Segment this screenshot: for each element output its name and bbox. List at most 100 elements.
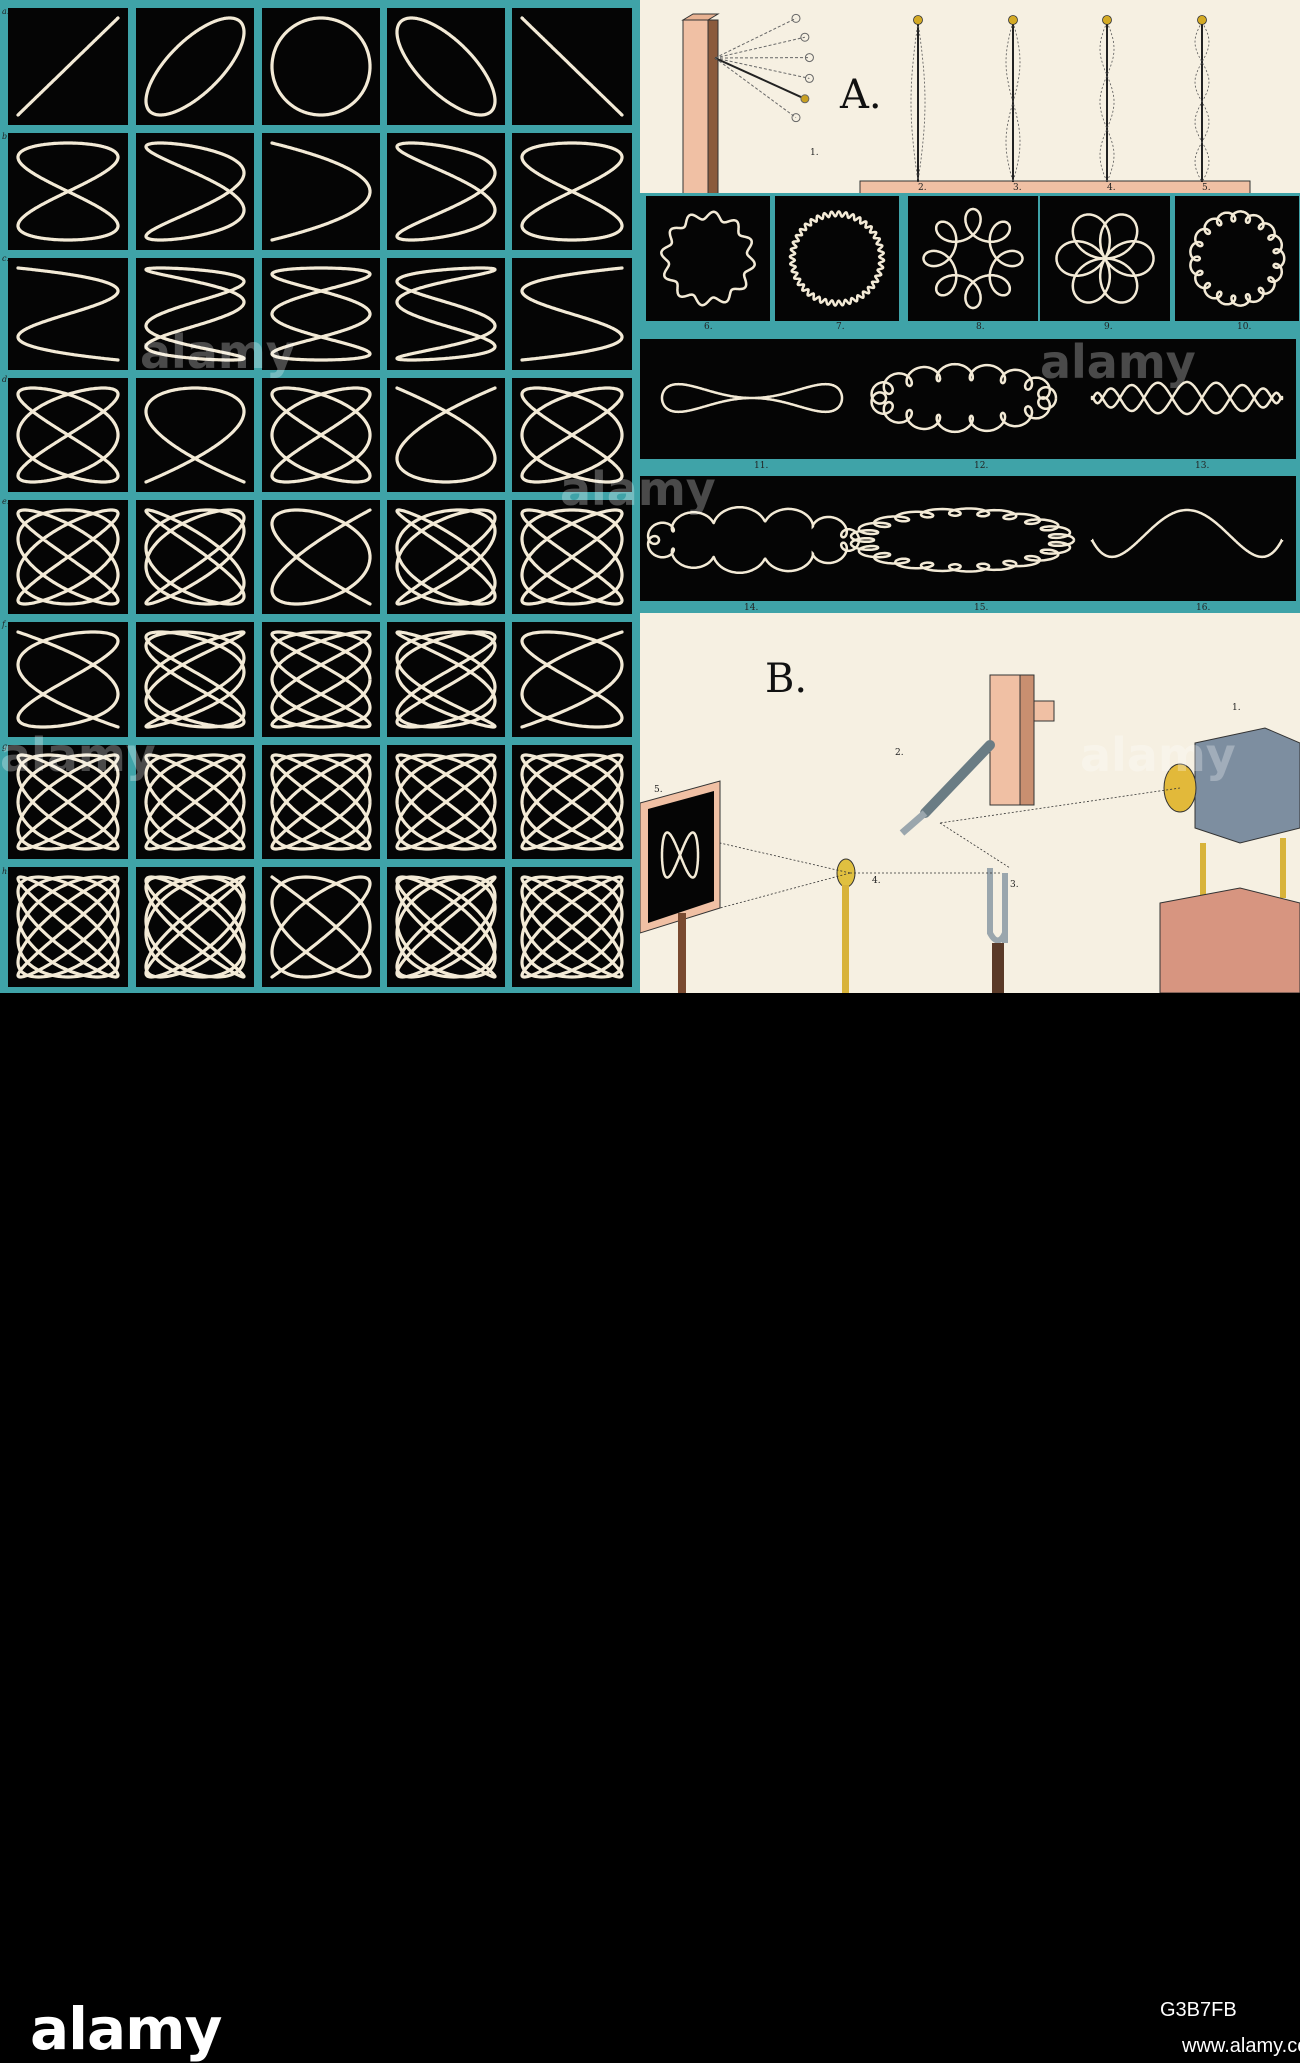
lissajous-cell <box>136 745 254 859</box>
lissajous-curve <box>522 143 622 240</box>
lissajous-cell <box>262 258 380 370</box>
plate: a.b.c.d.e.f.g.h. A. B. 1.2.3.4.5.6.7.8.9… <box>0 0 1300 993</box>
lissajous-cell <box>387 133 505 250</box>
figure-14-curve <box>648 507 859 573</box>
tuning-fork-3 <box>990 868 1005 943</box>
lissajous-cell <box>8 8 128 125</box>
lissajous-curve <box>522 268 622 360</box>
lamp-box <box>1195 728 1300 843</box>
lissajous-cell <box>262 745 380 859</box>
lissajous-curve <box>522 510 622 604</box>
lissajous-cell <box>387 745 505 859</box>
lissajous-cell <box>136 258 254 370</box>
website-url: www.alamy.com <box>1182 2035 1300 2058</box>
lissajous-cell <box>262 8 380 125</box>
lissajous-cell <box>512 622 632 737</box>
figure-number: 3. <box>1013 183 1022 193</box>
figure-number: 10. <box>1237 322 1251 332</box>
lissajous-cell <box>387 500 505 614</box>
optical-apparatus-figure <box>640 613 1300 993</box>
lissajous-cell <box>8 622 128 737</box>
lissajous-cell <box>136 8 254 125</box>
lissajous-cell <box>136 500 254 614</box>
lissajous-curve <box>397 755 495 849</box>
lissajous-curve <box>272 388 370 482</box>
lissajous-cell <box>512 745 632 859</box>
lissajous-curve <box>397 143 495 240</box>
figure-number: 1. <box>810 148 819 158</box>
lissajous-curve <box>272 755 370 849</box>
lissajous-curve <box>522 388 622 482</box>
lissajous-cell <box>262 378 380 492</box>
figure-number: 5. <box>654 785 663 795</box>
lissajous-cell <box>8 867 128 987</box>
alamy-logo: alamy <box>30 1995 221 2063</box>
lissajous-curve <box>272 877 370 977</box>
lissajous-cell <box>136 622 254 737</box>
figure-number: 15. <box>974 603 988 613</box>
figure-number: 1. <box>1232 703 1241 713</box>
lissajous-cell <box>262 867 380 987</box>
footer: alamy G3B7FB www.alamy.com <box>0 993 1300 1082</box>
figure-number: 2. <box>918 183 927 193</box>
lissajous-cell <box>8 500 128 614</box>
lissajous-cell <box>387 867 505 987</box>
lissajous-curve <box>397 510 495 604</box>
lissajous-curve <box>272 510 370 604</box>
figure-curves <box>640 0 1300 620</box>
lissajous-cell <box>387 622 505 737</box>
lissajous-cell <box>262 500 380 614</box>
lissajous-cell <box>136 133 254 250</box>
figure-number: 6. <box>704 322 713 332</box>
lissajous-cell <box>512 867 632 987</box>
lamp-stand <box>1160 888 1300 993</box>
lissajous-cell <box>512 258 632 370</box>
lissajous-curve <box>397 268 495 360</box>
lissajous-cell <box>512 378 632 492</box>
lissajous-curve <box>272 268 370 360</box>
lissajous-curve <box>146 877 244 977</box>
lissajous-curve <box>522 632 622 727</box>
fork-mount-block <box>990 675 1020 805</box>
lissajous-curve <box>18 388 118 482</box>
lissajous-curve <box>397 388 495 482</box>
lissajous-curve <box>397 18 495 115</box>
lissajous-curve <box>146 388 244 482</box>
lissajous-curve <box>146 755 244 849</box>
lissajous-curve <box>18 268 118 360</box>
lissajous-curve <box>146 143 244 240</box>
lissajous-cell <box>387 258 505 370</box>
figure-number: 7. <box>836 322 845 332</box>
lissajous-grid: a.b.c.d.e.f.g.h. <box>0 0 640 993</box>
figure-number: 12. <box>974 461 988 471</box>
tuning-fork-2 <box>925 745 990 813</box>
figure-number: 2. <box>895 748 904 758</box>
lissajous-curve <box>522 877 622 977</box>
lissajous-cell <box>8 745 128 859</box>
lissajous-curve <box>397 877 495 977</box>
figure-number: 16. <box>1196 603 1210 613</box>
lissajous-curve <box>146 18 244 115</box>
lissajous-curve <box>146 632 244 727</box>
lissajous-curve <box>522 18 622 115</box>
figure-13-curve <box>1092 382 1282 414</box>
mirror-4 <box>837 859 855 887</box>
lissajous-cell <box>8 258 128 370</box>
figure-15-curve <box>851 509 1074 572</box>
lissajous-curve <box>146 510 244 604</box>
lissajous-cell <box>262 622 380 737</box>
lissajous-cell <box>262 133 380 250</box>
figure-number: 3. <box>1010 880 1019 890</box>
lissajous-cell <box>8 378 128 492</box>
lissajous-curve <box>397 632 495 727</box>
lissajous-curve <box>18 877 118 977</box>
lissajous-curve <box>272 18 370 115</box>
figure-number: 13. <box>1195 461 1209 471</box>
lissajous-cell <box>512 500 632 614</box>
lissajous-cell <box>136 378 254 492</box>
figure-number: 4. <box>872 876 881 886</box>
lissajous-curve <box>18 755 118 849</box>
lissajous-curve <box>272 632 370 727</box>
lissajous-curve <box>522 755 622 849</box>
lissajous-cell <box>512 8 632 125</box>
